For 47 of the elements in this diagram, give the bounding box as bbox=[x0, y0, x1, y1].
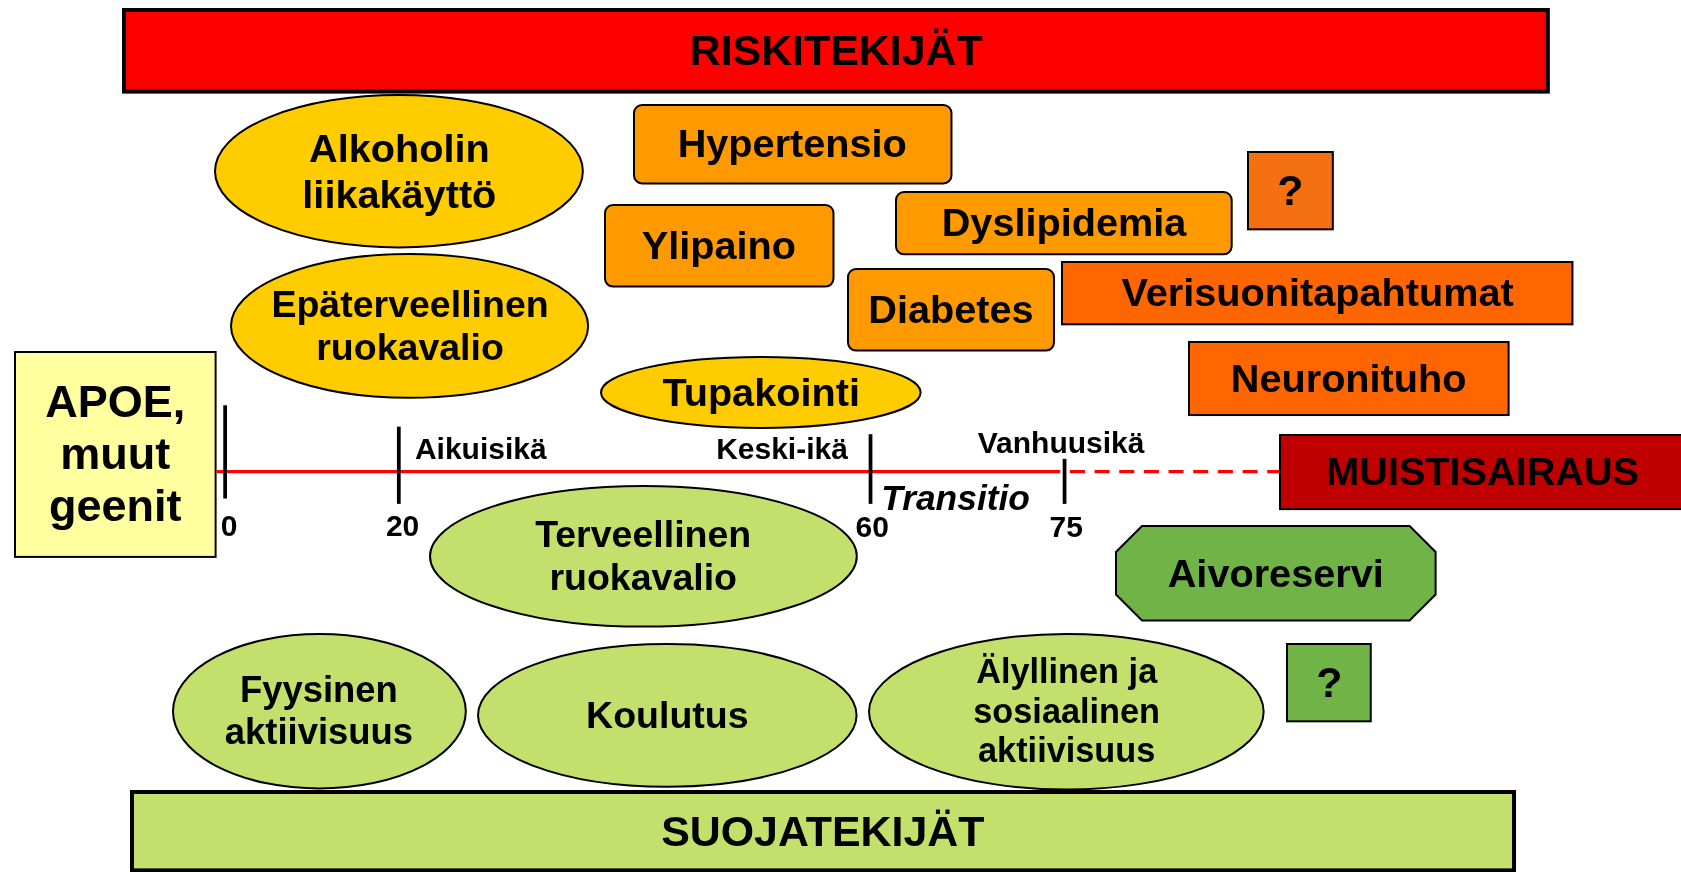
node-label: Tupakointi bbox=[662, 369, 860, 416]
node-label: Neuronituho bbox=[1230, 355, 1467, 402]
node-label: Älyllinen ja sosiaalinen aktiivisuus bbox=[972, 652, 1162, 771]
risk-factor-box bbox=[895, 190, 1233, 256]
dementia-box bbox=[1278, 434, 1681, 511]
tick-label: 0 bbox=[220, 509, 238, 544]
node-label: Dyslipidemia bbox=[941, 200, 1187, 246]
question-box bbox=[1286, 643, 1373, 723]
timeline-line bbox=[216, 470, 1279, 474]
node-label: Alkoholin liikakäyttö bbox=[301, 125, 498, 218]
node-label: RISKITEKIJÄT bbox=[689, 25, 983, 75]
node-label: ? bbox=[1277, 166, 1304, 216]
question-box bbox=[1246, 151, 1334, 231]
protective-factor-ellipse bbox=[477, 643, 858, 788]
age-label: Keski-ikä bbox=[716, 432, 848, 467]
protective-factor-ellipse bbox=[171, 632, 467, 790]
node-label: Verisuonitapahtumat bbox=[1121, 269, 1514, 316]
risk-factors-banner bbox=[123, 8, 1550, 93]
risk-factor-ellipse bbox=[600, 355, 922, 429]
node-label: Diabetes bbox=[868, 287, 1034, 333]
node-label: Terveellinen ruokavalio bbox=[534, 512, 753, 599]
risk-factor-ellipse bbox=[230, 253, 590, 399]
protective-factors-banner bbox=[130, 791, 1515, 872]
node-label: SUOJATEKIJÄT bbox=[661, 806, 985, 856]
brain-reserve-octagon bbox=[1114, 525, 1437, 622]
risk-factor-box bbox=[1061, 260, 1574, 325]
node-label: Epäterveellinen ruokavalio bbox=[270, 282, 550, 370]
node-label: APOE, muut geenit bbox=[44, 376, 187, 532]
risk-factor-box bbox=[846, 268, 1055, 352]
node-label: ? bbox=[1316, 658, 1343, 708]
node-label: Koulutus bbox=[586, 694, 749, 738]
tick-label: 75 bbox=[1049, 510, 1083, 545]
node-label: Aivoreservi bbox=[1167, 550, 1384, 597]
node-label: Fyysinen aktiivisuus bbox=[223, 668, 415, 753]
tick-label: 20 bbox=[385, 509, 420, 544]
genes-box bbox=[13, 350, 217, 558]
risk-factor-box bbox=[603, 203, 835, 288]
node-label: MUISTISAIRAUS bbox=[1326, 449, 1640, 496]
risk-factor-box bbox=[632, 104, 952, 185]
risk-factor-ellipse bbox=[214, 94, 585, 249]
protective-factor-ellipse bbox=[428, 484, 858, 628]
node-label: Hypertensio bbox=[677, 121, 907, 167]
protective-factor-ellipse bbox=[868, 632, 1265, 791]
age-label: Vanhuusikä bbox=[977, 425, 1145, 460]
risk-factor-box bbox=[1187, 340, 1510, 416]
node-label: Ylipaino bbox=[641, 222, 796, 269]
age-label: Aikuisikä bbox=[414, 432, 547, 467]
